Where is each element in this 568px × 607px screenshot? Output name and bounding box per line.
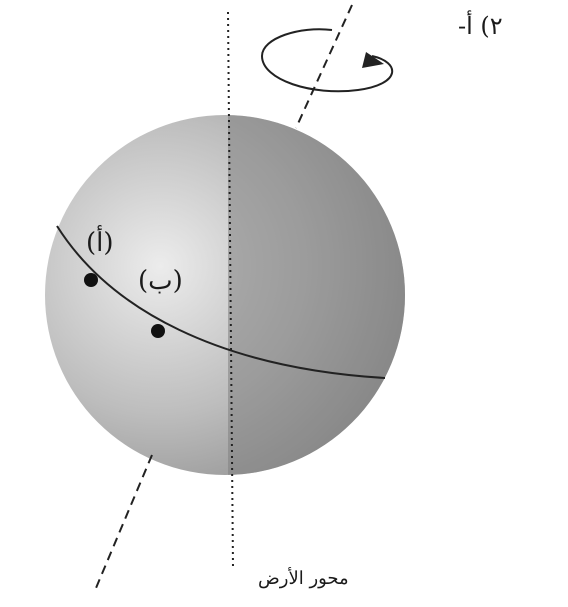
rotation-arrowhead-icon	[362, 52, 384, 68]
earth-axis-line-bottom	[95, 454, 153, 589]
rotation-arrow-icon	[260, 28, 393, 93]
night-side-shade	[228, 115, 405, 475]
vertical-reference-line	[227, 11, 234, 569]
earth-axis-line-top	[295, 4, 353, 129]
latitude-line	[56, 225, 386, 379]
question-number: ٢) أ-	[458, 12, 503, 40]
point-a-label: (أ)	[86, 228, 114, 258]
point-b-label: (ب)	[138, 266, 183, 296]
point-b-dot	[151, 324, 165, 338]
point-a-dot	[84, 273, 98, 287]
earth-axis-caption: محور الأرض	[258, 568, 349, 589]
